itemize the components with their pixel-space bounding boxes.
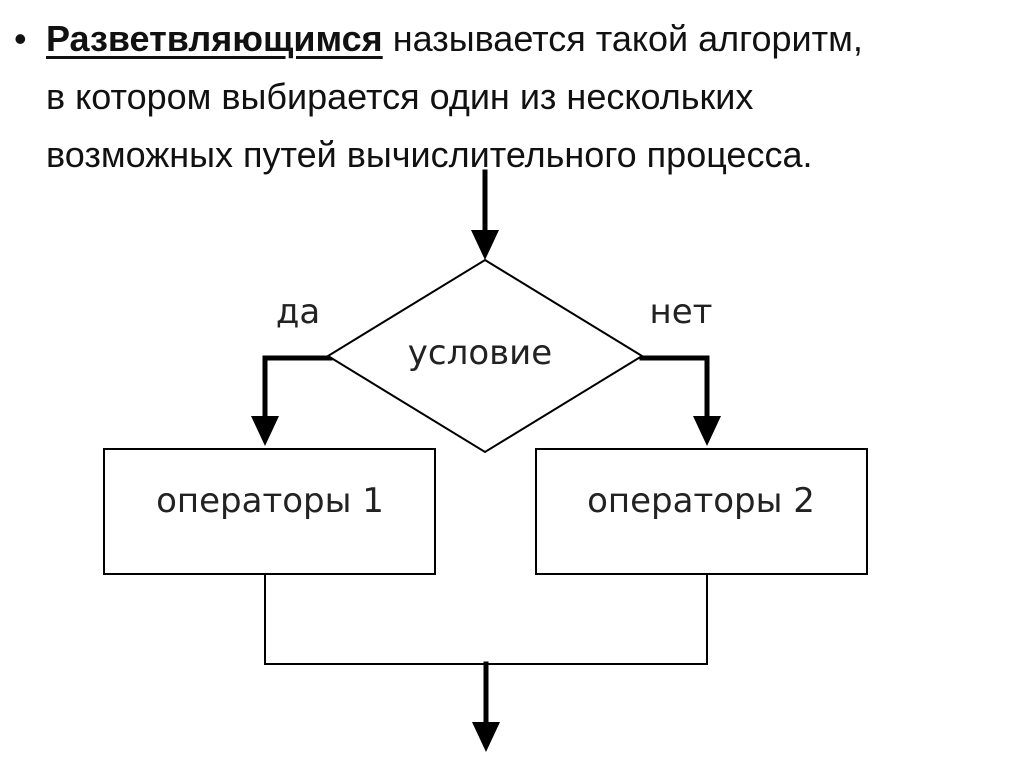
operators-1-label: операторы 1 xyxy=(156,481,384,521)
merge-connector xyxy=(264,574,708,665)
bullet-marker: • xyxy=(14,18,27,59)
no-arrowhead xyxy=(693,416,721,446)
operators-2-label: операторы 2 xyxy=(587,481,815,521)
exit-arrowhead xyxy=(472,722,500,752)
definition-block: • Разветвляющимся называется такой алгор… xyxy=(14,10,1014,184)
yes-label: да xyxy=(276,292,320,332)
definition-line-2: в котором выбирается один из нескольких xyxy=(46,76,754,117)
definition-bullet-item: • Разветвляющимся называется такой алгор… xyxy=(14,10,1014,184)
definition-line-3: возможных путей вычислительного процесса… xyxy=(46,134,813,175)
no-label: нет xyxy=(650,292,713,332)
definition-line-1: называется такой алгоритм, xyxy=(382,18,863,59)
condition-label: условие xyxy=(408,333,552,373)
operators-1-box xyxy=(103,448,436,575)
defined-term: Разветвляющимся xyxy=(46,18,383,59)
condition-diamond xyxy=(326,258,644,454)
operators-2-box xyxy=(535,448,868,575)
yes-arrowhead xyxy=(251,416,279,446)
entry-arrowhead xyxy=(471,230,499,260)
definition-paragraph: Разветвляющимся называется такой алгорит… xyxy=(46,10,1014,184)
